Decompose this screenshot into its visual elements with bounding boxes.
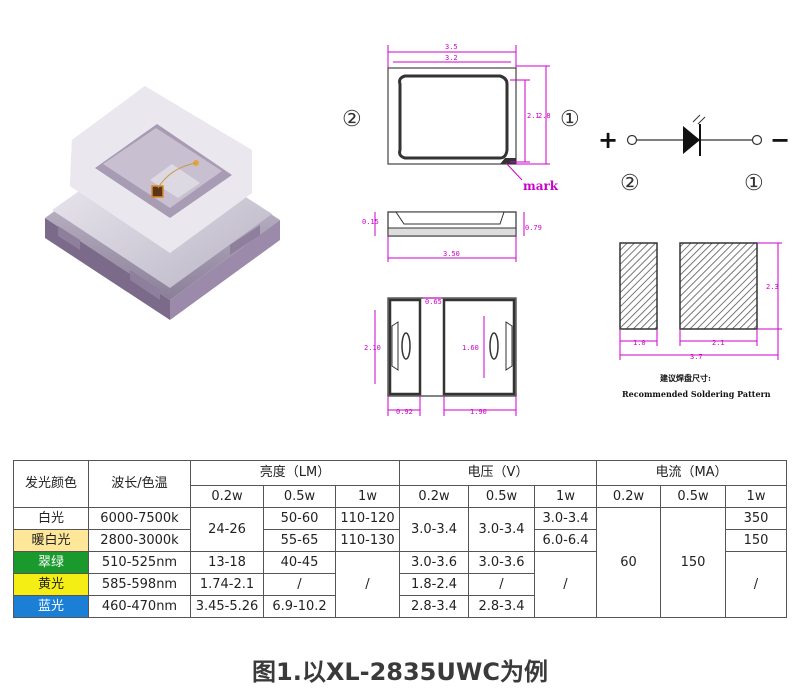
header-brightness: 亮度（LM） [190, 460, 400, 486]
voltage-cell: 3.0-3.6 [468, 551, 535, 574]
color-cell-blue: 蓝光 [13, 595, 89, 618]
brightness-cell: 24-26 [190, 507, 264, 552]
led-technical-drawing: 3.5 3.2 2.1 2.8 mark ② ① 0.15 0.79 3.50 [45, 43, 790, 416]
dim-bottom-inner-height: 1.60 [462, 344, 479, 352]
brightness-cell: 110-120 [335, 507, 400, 530]
dim-solder-height: 2.3 [766, 283, 779, 291]
color-cell-green: 翠绿 [13, 551, 89, 574]
voltage-cell: 2.8-3.4 [399, 595, 469, 618]
current-cell: 60 [596, 507, 661, 618]
wavelength-cell: 2800-3000k [88, 529, 191, 552]
brightness-cell: 1.74-2.1 [190, 573, 264, 596]
header-voltage: 电压（V） [399, 460, 597, 486]
brightness-cell: 3.45-5.26 [190, 595, 264, 618]
pin-label-left: ② [342, 107, 362, 132]
plus-sign: + [598, 126, 618, 154]
current-cell: / [725, 551, 787, 618]
header-current: 电流（MA） [596, 460, 787, 486]
dim-pad-left-width: 0.92 [396, 408, 413, 416]
bottom-view: 0.65 2.10 1.60 0.92 1.90 [364, 297, 517, 416]
table-row: 白光 6000-7500k 24-26 50-60 110-120 3.0-3.… [13, 507, 787, 618]
header-wavelength: 波长/色温 [88, 460, 191, 508]
voltage-cell: 3.0-3.4 [468, 507, 535, 552]
dim-pad-gap: 0.65 [425, 298, 442, 306]
color-cell-white: 白光 [13, 507, 89, 530]
polarity-diagram: + − ② ① [598, 114, 790, 196]
minus-sign: − [770, 126, 790, 154]
solder-pad-small [619, 242, 658, 330]
soldering-label-cn: 建议焊盘尺寸: [659, 373, 711, 383]
brightness-cell: 6.9-10.2 [263, 595, 336, 618]
soldering-label-en: Recommended Soldering Pattern [622, 389, 771, 399]
voltage-cell: 3.0-3.6 [399, 551, 469, 574]
table-row: 暖白光 2800-3000k 55-65 110-130 6.0-6.4 150 [13, 529, 787, 552]
solder-pad-large [679, 242, 758, 330]
brightness-cell: 110-130 [335, 529, 400, 552]
voltage-cell: 2.8-3.4 [468, 595, 535, 618]
table-row: 蓝光 460-470nm 3.45-5.26 6.9-10.2 2.8-3.4 … [13, 595, 787, 618]
dim-solder-large: 2.1 [712, 339, 725, 347]
top-view: 3.5 3.2 2.1 2.8 mark ② ① [342, 43, 580, 193]
wavelength-cell: 510-525nm [88, 551, 191, 574]
current-cell: 350 [725, 507, 787, 530]
brightness-cell: 50-60 [263, 507, 336, 530]
dim-bottom-height: 2.10 [364, 344, 381, 352]
subheader-b-1w: 1w [335, 485, 400, 508]
spec-table: 发光颜色 波长/色温 亮度（LM） 电压（V） 电流（MA） 0.2w 0.5w… [13, 460, 787, 618]
dim-side-left: 0.15 [362, 218, 379, 226]
voltage-cell: 6.0-6.4 [534, 529, 597, 552]
subheader-i-1w: 1w [725, 485, 787, 508]
diode-triangle-icon [683, 126, 700, 154]
mark-label: mark [523, 179, 559, 193]
subheader-v-02w: 0.2w [399, 485, 469, 508]
dim-height-inner: 2.1 [527, 112, 540, 120]
dim-height-outer: 2.8 [538, 112, 551, 120]
dim-pad-right-width: 1.90 [470, 408, 487, 416]
voltage-cell: 1.8-2.4 [399, 573, 469, 596]
brightness-cell: / [335, 551, 400, 618]
current-cell: 150 [725, 529, 787, 552]
soldering-pattern: 1.0 2.1 3.7 2.3 建议焊盘尺寸: Recommended Sold… [619, 242, 782, 399]
header-color: 发光颜色 [13, 460, 89, 508]
current-cell: 150 [660, 507, 726, 618]
led-chip [151, 185, 164, 198]
led-3d-render [45, 86, 280, 320]
wavelength-cell: 460-470nm [88, 595, 191, 618]
polarity-pin-left: ② [620, 171, 640, 196]
subheader-v-05w: 0.5w [468, 485, 535, 508]
dim-width-inner: 3.2 [445, 54, 458, 62]
dim-solder-small: 1.0 [633, 339, 646, 347]
color-cell-yellow: 黄光 [13, 573, 89, 596]
subheader-i-05w: 0.5w [660, 485, 726, 508]
voltage-cell: 3.0-3.4 [399, 507, 469, 552]
dim-side-right: 0.79 [525, 224, 542, 232]
table-row: 翠绿 510-525nm 13-18 40-45 / 3.0-3.6 3.0-3… [13, 551, 787, 618]
voltage-cell: / [534, 551, 597, 618]
subheader-b-05w: 0.5w [263, 485, 336, 508]
dim-side-length: 3.50 [443, 250, 460, 258]
brightness-cell: / [263, 573, 336, 596]
side-view: 0.15 0.79 3.50 [362, 211, 542, 262]
brightness-cell: 13-18 [190, 551, 264, 574]
figure-caption: 图1.以XL-2835UWC为例 [252, 658, 548, 686]
dim-solder-total: 3.7 [690, 353, 703, 361]
polarity-pin-right: ① [744, 171, 764, 196]
wavelength-cell: 6000-7500k [88, 507, 191, 530]
voltage-cell: / [468, 573, 535, 596]
dim-width-outer: 3.5 [445, 43, 458, 51]
subheader-v-1w: 1w [534, 485, 597, 508]
voltage-cell: 3.0-3.4 [534, 507, 597, 530]
brightness-cell: 55-65 [263, 529, 336, 552]
pin-label-right: ① [560, 107, 580, 132]
subheader-i-02w: 0.2w [596, 485, 661, 508]
subheader-b-02w: 0.2w [190, 485, 264, 508]
color-cell-warm: 暖白光 [13, 529, 89, 552]
brightness-cell: 40-45 [263, 551, 336, 574]
wavelength-cell: 585-598nm [88, 573, 191, 596]
